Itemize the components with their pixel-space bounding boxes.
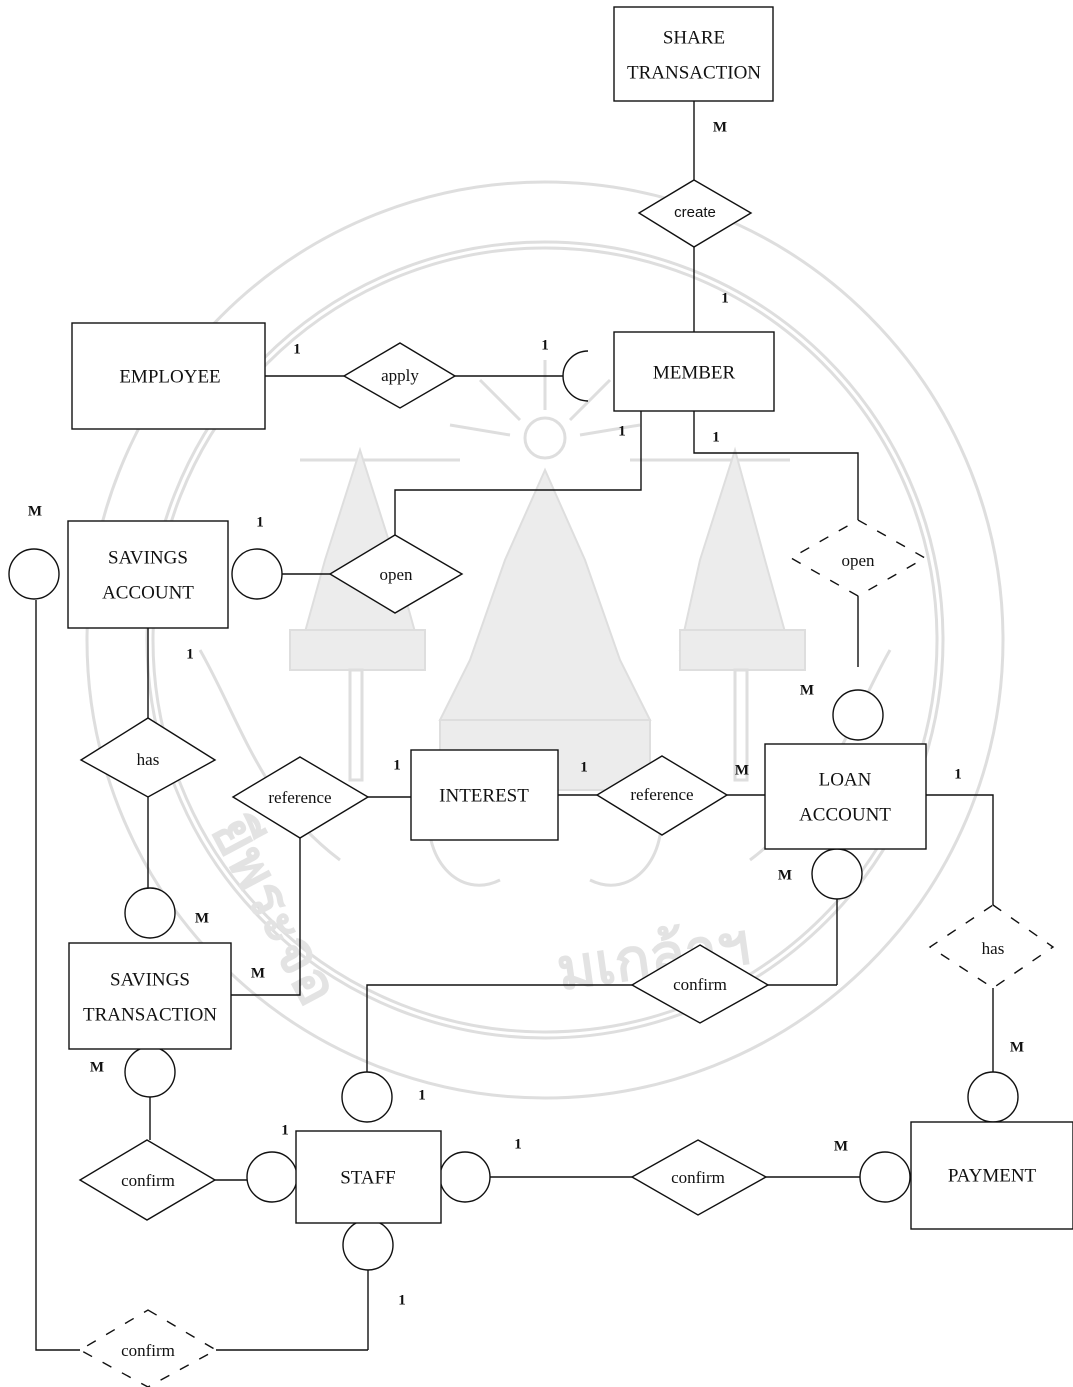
entity-interest: INTEREST [410,749,559,841]
svg-text:M: M [778,867,792,883]
relationship-confirm-savings-transaction: confirm [78,1139,217,1221]
svg-text:SAVINGS: SAVINGS [108,547,188,568]
relationship-open-savings: open [328,534,464,614]
svg-text:reference: reference [268,788,331,807]
connector-lines [35,101,994,1351]
svg-text:1: 1 [398,1292,406,1308]
svg-text:1: 1 [418,1087,426,1103]
staff-top-circle [341,1071,393,1123]
relationship-has-savings: has [79,717,217,798]
svg-text:1: 1 [954,766,962,782]
svg-text:M: M [800,682,814,698]
entity-savings-account: SAVINGS ACCOUNT [67,520,229,629]
relationship-confirm-loan: confirm [630,944,770,1024]
savtx-has-circle [124,887,176,939]
relationship-reference-savings: reference [231,756,370,839]
payment-left-circle [859,1151,911,1203]
svg-text:M: M [195,910,209,926]
loan-confirm-circle [811,848,863,900]
svg-text:1: 1 [721,290,729,306]
svg-text:STAFF: STAFF [340,1167,396,1188]
savings-self-circle [8,548,60,600]
svg-text:create: create [674,204,716,221]
svg-text:1: 1 [281,1122,289,1138]
svg-text:1: 1 [256,514,264,530]
member-apply-circle [562,350,589,402]
svg-text:has: has [982,939,1005,958]
svg-text:confirm: confirm [121,1341,175,1360]
svg-text:open: open [379,565,413,584]
svg-text:confirm: confirm [673,975,727,994]
entity-payment: PAYMENT [910,1121,1073,1230]
optionality-circles [8,350,1019,1271]
svg-text:1: 1 [393,757,401,773]
svg-text:1: 1 [712,429,720,445]
svg-text:ACCOUNT: ACCOUNT [799,804,891,825]
staff-bottom-circle [342,1219,394,1271]
svg-text:EMPLOYEE: EMPLOYEE [119,366,220,387]
entity-employee: EMPLOYEE [71,322,266,430]
svg-text:TRANSACTION: TRANSACTION [627,62,761,83]
relationship-confirm-bottom: confirm [78,1309,218,1387]
svg-text:PAYMENT: PAYMENT [948,1165,1037,1186]
staff-left-circle [246,1151,298,1203]
entity-staff: STAFF [295,1130,442,1224]
cardinality-labels: M 1 1 1 1 1 1 M 1 M 1 1 M 1 M M M M 1 1 … [28,119,1024,1308]
loan-open-circle [832,689,884,741]
svg-text:M: M [713,119,727,135]
savtx-confirm-circle [124,1046,176,1098]
svg-text:MEMBER: MEMBER [653,362,736,383]
relationship-reference-loan: reference [595,755,729,836]
svg-text:has: has [137,750,160,769]
svg-text:apply: apply [381,366,419,385]
svg-text:TRANSACTION: TRANSACTION [83,1004,217,1025]
svg-text:1: 1 [293,341,301,357]
svg-text:M: M [834,1138,848,1154]
entity-share-transaction: SHARE TRANSACTION [613,6,774,102]
svg-text:LOAN: LOAN [819,769,872,790]
svg-text:1: 1 [186,646,194,662]
payment-top-circle [967,1071,1019,1123]
staff-right-circle [439,1151,491,1203]
relationship-has-payment: has [928,904,1055,989]
svg-text:confirm: confirm [121,1171,175,1190]
svg-text:open: open [841,551,875,570]
svg-text:confirm: confirm [671,1168,725,1187]
relationship-confirm-payment: confirm [630,1139,768,1216]
svg-text:1: 1 [580,759,588,775]
svg-text:M: M [90,1059,104,1075]
svg-text:M: M [251,965,265,981]
relationship-open-loan: open [789,519,927,597]
svg-text:M: M [28,503,42,519]
svg-text:SHARE: SHARE [663,27,725,48]
entity-savings-transaction: SAVINGS TRANSACTION [68,942,232,1050]
entity-member: MEMBER [613,331,775,412]
svg-text:1: 1 [618,423,626,439]
svg-text:SAVINGS: SAVINGS [110,969,190,990]
svg-text:M: M [735,762,749,778]
svg-text:INTEREST: INTEREST [439,785,529,806]
savings-open-circle [231,548,283,600]
svg-text:M: M [1010,1039,1024,1055]
svg-text:ACCOUNT: ACCOUNT [102,582,194,603]
svg-text:1: 1 [541,337,549,353]
entity-loan-account: LOAN ACCOUNT [764,743,927,850]
svg-text:1: 1 [514,1136,522,1152]
relationship-create: create [637,179,753,248]
relationship-apply: apply [342,342,457,409]
svg-text:reference: reference [630,785,693,804]
